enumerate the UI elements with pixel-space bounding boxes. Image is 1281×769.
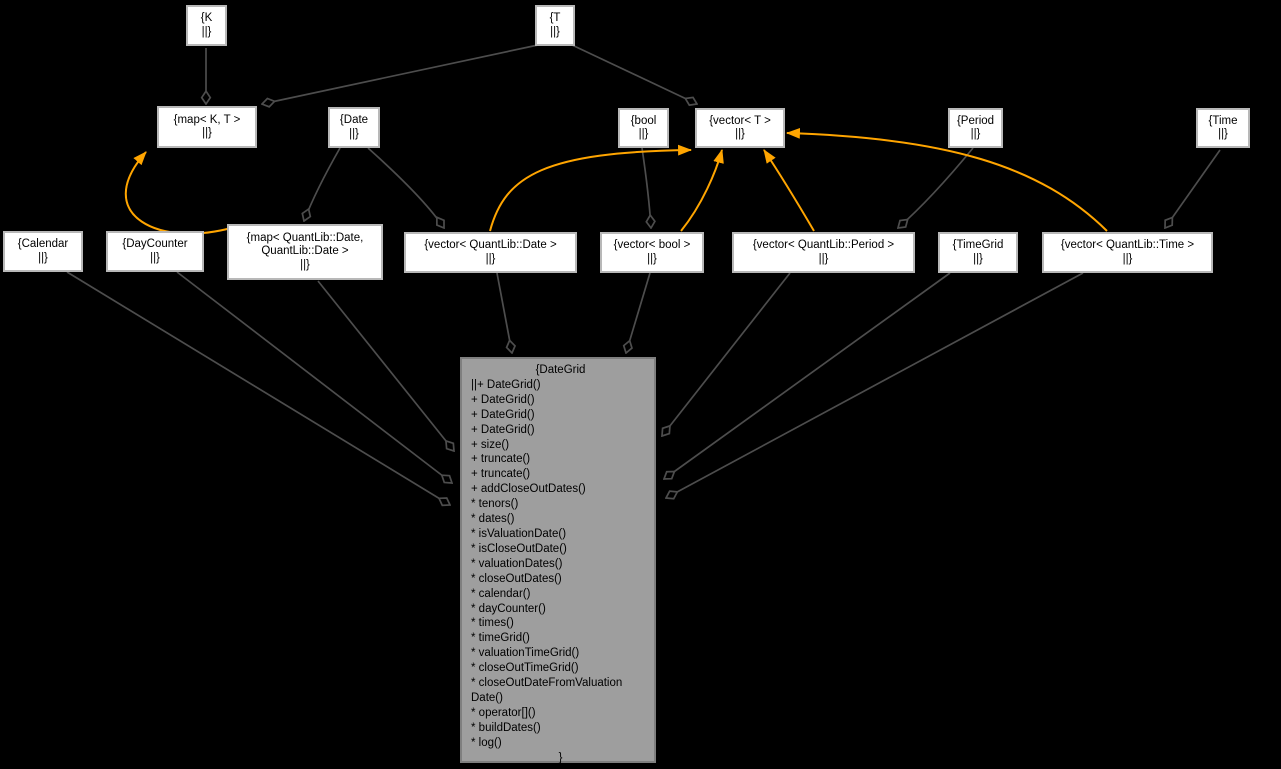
class-node-label: QuantLib::Date > [261,245,349,258]
edge-map-qldate-to-dategrid [317,280,454,451]
class-node-vector-qltime[interactable]: {vector< QuantLib::Time > ||} [1042,232,1213,273]
edge-period-to-vector-qlperiod [898,147,974,228]
class-node-label: ||} [150,251,160,264]
class-node-label: ||} [647,252,657,265]
class-node-label: ||} [818,252,829,265]
class-node-label: {vector< QuantLib::Period > [752,239,895,251]
class-node-calendar[interactable]: {Calendar ||} [3,231,83,272]
class-node-label: ||} [973,252,983,265]
dategrid-member-line: {DateGrid [535,364,586,376]
dategrid-member-line: * dates() [471,513,515,526]
class-node-label: {K [200,12,213,24]
dategrid-member-line: * closeOutTimeGrid() [471,662,579,675]
dategrid-member-line: * tenors() [471,498,519,511]
class-node-label: {Calendar [17,238,69,250]
edge-time-to-vector-qltime [1165,149,1221,228]
class-node-label: ||} [38,251,48,264]
class-node-label: {vector< QuantLib::Date > [424,239,557,251]
dategrid-member-line: * isValuationDate() [471,527,567,540]
dategrid-member-line: * calendar() [471,587,531,600]
class-node-label: ||} [349,127,359,140]
class-node-daycounter[interactable]: {DayCounter ||} [106,231,204,272]
class-node-t[interactable]: {T ||} [535,5,575,46]
class-node-label: {Date [339,114,369,126]
dategrid-member-line: * log() [471,736,502,749]
template-edge-vector-qldate-to-vector-t [489,144,693,232]
class-node-label: {vector< QuantLib::Time > [1060,239,1195,251]
dategrid-member-line: * closeOutDateFromValuation [471,677,623,690]
dategrid-member-line: ||+ DateGrid() [471,378,541,391]
class-node-date[interactable]: {Date ||} [328,107,380,148]
dategrid-member-line: * valuationDates() [471,557,563,570]
template-edge-vector-qlperiod-to-vector-t [763,149,815,232]
dategrid-member-line: + DateGrid() [471,393,535,406]
class-node-label: {TimeGrid [952,239,1004,251]
class-node-label: ||} [1218,128,1228,140]
dategrid-member-line: * valuationTimeGrid() [471,647,580,660]
class-node-timegrid[interactable]: {TimeGrid ||} [938,232,1018,273]
edge-bool-to-vector-bool [641,147,651,228]
class-node-map-qldate[interactable]: {map< QuantLib::Date, QuantLib::Date > |… [227,224,383,280]
dategrid-member-line: + addCloseOutDates() [471,483,586,496]
class-node-label: ||} [970,128,981,140]
class-node-vector-t[interactable]: {vector< T > ||} [695,108,785,148]
template-edge-map-qldate-to-map [124,151,239,235]
class-node-dategrid: {DateGrid ||+ DateGrid() + DateGrid() + Dat… [460,357,656,764]
dategrid-member-line: * closeOutDates() [471,572,562,585]
class-node-label: ||} [201,25,212,38]
class-node-label: {Period [956,114,995,127]
dategrid-member-line: * operator[]() [471,706,536,719]
class-node-label: ||} [300,258,310,271]
dategrid-member-line: + truncate() [471,453,531,466]
class-node-label: {DayCounter [122,238,188,250]
class-node-label: {map< K, T > [173,113,241,126]
dategrid-member-line: * timeGrid() [471,632,530,645]
edge-vector-qlperiod-to-dategrid [662,272,791,436]
class-node-map-kt[interactable]: {map< K, T > ||} [157,106,257,148]
edge-timegrid-to-dategrid [664,272,951,479]
edge-date-to-vector-qldate [367,147,444,228]
dategrid-member-line: + truncate() [471,468,531,481]
dategrid-member-line: * times() [471,617,514,630]
class-node-k[interactable]: {K ||} [186,5,227,46]
class-node-label: {Time [1208,114,1238,127]
class-node-label: ||} [735,128,745,140]
class-node-label: ||} [485,252,496,265]
edge-vector-qltime-to-dategrid [666,272,1084,498]
class-node-label: {vector< T > [709,114,771,127]
class-node-vector-bool[interactable]: {vector< bool > ||} [600,232,704,273]
class-node-bool[interactable]: {bool ||} [618,108,669,148]
class-node-label: ||} [1122,252,1133,265]
class-node-label: {vector< bool > [613,239,691,251]
class-node-vector-qlperiod[interactable]: {vector< QuantLib::Period > ||} [732,232,915,273]
dategrid-member-line: * dayCounter() [471,602,546,615]
edge-vector-bool-to-dategrid [626,272,651,353]
dategrid-member-line: } [558,751,563,764]
edge-vector-qldate-to-dategrid [496,272,512,353]
dategrid-member-line: + size() [471,438,510,451]
dategrid-member-line: * isCloseOutDate() [471,542,567,555]
class-node-period[interactable]: {Period ||} [948,108,1003,148]
dategrid-member-line: Date() [471,691,503,704]
class-node-vector-qldate[interactable]: {vector< QuantLib::Date > ||} [404,232,577,273]
class-node-label: ||} [202,127,212,139]
dategrid-member-line: + DateGrid() [471,408,535,421]
edge-date-to-map-qldate [304,147,341,221]
class-node-label: {T [549,12,561,24]
class-node-label: ||} [550,25,560,38]
edge-calendar-to-dategrid [66,271,450,505]
edge-daycounter-to-dategrid [176,271,452,483]
dategrid-member-line: + DateGrid() [471,423,535,436]
class-node-time[interactable]: {Time ||} [1196,108,1250,148]
class-node-label: {map< QuantLib::Date, [246,231,364,244]
template-edge-vector-qltime-to-vector-t [785,128,1108,232]
class-node-label: {bool [630,114,657,127]
dategrid-member-line: * buildDates() [471,721,541,734]
template-edge-vector-bool-to-vector-t [680,148,724,232]
edge-t-to-vector-t [571,44,697,104]
edge-t-to-map [262,44,539,104]
class-node-label: ||} [638,128,649,140]
